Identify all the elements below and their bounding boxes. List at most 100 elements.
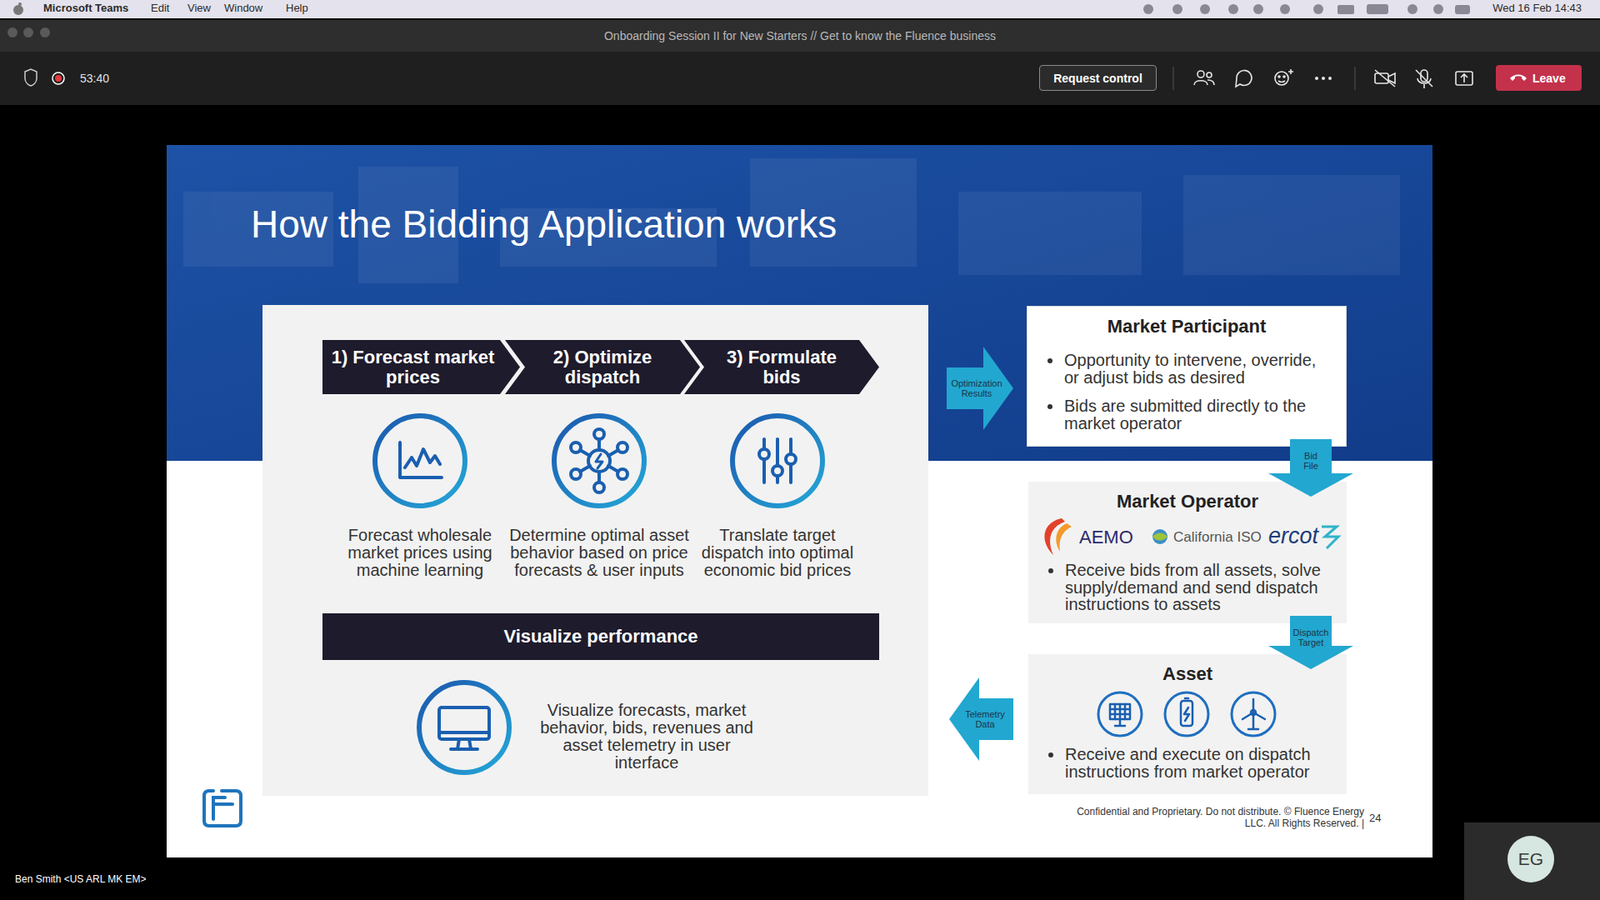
asset-icons-part-part-part: [1110, 704, 1130, 726]
toolbar-icons-part: [1207, 80, 1215, 85]
traffic-lights-part: [40, 27, 50, 38]
asset-icons-part-part: [1098, 692, 1142, 736]
operator-logos-part-part: [1152, 533, 1168, 541]
monitor-icon-part-part: [439, 707, 490, 750]
text-label: View: [187, 2, 221, 15]
step-icon-part-part: [732, 415, 823, 506]
text-label: Edit: [150, 2, 185, 15]
band-heading: Visualize performance: [322, 613, 880, 660]
market-operator-box: Market OperatorReceive bids from all ass…: [1028, 481, 1347, 624]
status-icons-part: [1366, 4, 1389, 15]
chevron-shape-part-part: [505, 340, 700, 395]
apple-logo-part: [13, 5, 24, 15]
status-icons-part: [1455, 5, 1470, 15]
operator-logos-part-part: [1055, 523, 1072, 552]
text-label: ercot: [1268, 523, 1320, 550]
step-icon-part-part-part: [595, 454, 603, 469]
monitor-icon-part: [412, 675, 516, 780]
toolbar-icons-part: [1375, 70, 1395, 87]
fluence-logo-part: [204, 790, 241, 826]
block-arrow: [949, 677, 1014, 761]
avatar-initials: EG: [1507, 835, 1555, 883]
step-icon-part-part-part: [759, 449, 770, 460]
bullet-text: Receive bids from all assets, solve supp…: [1065, 561, 1332, 614]
bullet-dot: [1047, 358, 1053, 364]
monitor-icon-part-part-part: [450, 739, 478, 750]
process-step: 3) Formulate bidsTranslate target dispat…: [679, 340, 880, 595]
bullet-dot: [1048, 752, 1054, 758]
step-icon-part: [547, 409, 651, 513]
toolbar-icons-part: [1275, 71, 1289, 85]
status-icons-part: [1313, 4, 1324, 15]
toolbar-icons-part: [1283, 75, 1285, 78]
more-dots-part: [1315, 76, 1319, 80]
status-icons-part: [1172, 4, 1183, 15]
asset-icons-part-part-part: [1250, 710, 1256, 715]
band-photo-shapes: [183, 158, 1400, 284]
toolbar-separators: [1173, 66, 1355, 90]
step-icon: [368, 409, 472, 513]
asset-box: AssetReceive and execute on dispatch ins…: [1028, 654, 1347, 795]
bullet-dot: [1047, 404, 1053, 410]
toolbar-icons-part: [1455, 71, 1473, 85]
step-heading: 1) Forecast market prices: [327, 340, 499, 395]
band-photo-shapes-part: [958, 191, 1142, 275]
text-label: California ISO: [1173, 529, 1265, 546]
traffic-lights: [7, 27, 50, 38]
record-icon: [52, 72, 65, 85]
toolbar-icons-part: [1206, 72, 1212, 78]
text-label: Confidential and Proprietary. Do not dis…: [1066, 806, 1365, 830]
status-icons-part: [1407, 4, 1418, 15]
step-icon-part: [368, 409, 472, 513]
text-label: Wed 16 Feb 14:43: [1465, 2, 1582, 15]
bullet-text: Bids are submitted directly to the marke…: [1064, 397, 1333, 432]
record-icon-part: [55, 75, 62, 82]
traffic-lights-part: [23, 27, 34, 38]
chevron-shape-part-part: [322, 340, 520, 395]
left-panel: [262, 305, 929, 796]
toolbar-icons-part: [1278, 75, 1280, 78]
status-icons-part: [1253, 4, 1264, 15]
asset-icons-part-part: [1180, 698, 1193, 726]
text-label: 24: [1369, 812, 1395, 825]
text-label: Onboarding Session II for New Starters /…: [383, 29, 1217, 43]
toolbar-icons-part: [1460, 74, 1468, 83]
slide-ground: [166, 145, 1433, 858]
block-arrow: [1268, 439, 1354, 497]
box-heading: Market Participant: [1027, 315, 1346, 338]
asset-icons: [1028, 687, 1347, 741]
asset-icons-part-part: [1110, 704, 1130, 726]
step-icon: [725, 409, 830, 513]
text-label: 53:40: [80, 71, 139, 85]
status-icons-part: [1280, 4, 1290, 15]
step-icon-part-part: [375, 415, 465, 506]
status-icons-part: [1143, 4, 1154, 15]
bullet-text: Receive and execute on dispatch instruct…: [1065, 745, 1332, 780]
step-icon-part-part-part: [588, 450, 610, 472]
step-icon-part-part-part: [580, 439, 619, 483]
process-step: 1) Forecast market pricesForecast wholes…: [322, 340, 520, 595]
fluence-logo: [204, 790, 241, 826]
fluence-logo-part: [213, 797, 233, 820]
phone-icon: [1509, 71, 1528, 84]
meeting-toolbar: [0, 51, 1600, 105]
toolbar-separators-part: [1355, 66, 1356, 90]
step-heading: 2) Optimize dispatch: [526, 340, 679, 395]
block-arrow: [1268, 615, 1354, 670]
more-dots-part: [1328, 76, 1332, 80]
step-icon-part: [725, 409, 830, 513]
band-photo-shapes-part: [1183, 175, 1400, 275]
title-bar: [0, 20, 1600, 52]
phone-icon-part: [1509, 71, 1528, 84]
step-icon-part-part: [554, 415, 645, 506]
status-icons-part: [1200, 4, 1210, 15]
toolbar-icons-part: [1415, 70, 1433, 87]
text-label: Microsoft Teams: [43, 2, 160, 15]
text-label: AEMO: [1079, 526, 1146, 548]
status-icons: [1143, 4, 1470, 15]
text-label: Help: [285, 2, 320, 15]
chevron-shape-part-part: [684, 340, 880, 395]
toolbar-icons-part: [1197, 70, 1205, 78]
step-icon-part-part-part: [772, 465, 783, 476]
